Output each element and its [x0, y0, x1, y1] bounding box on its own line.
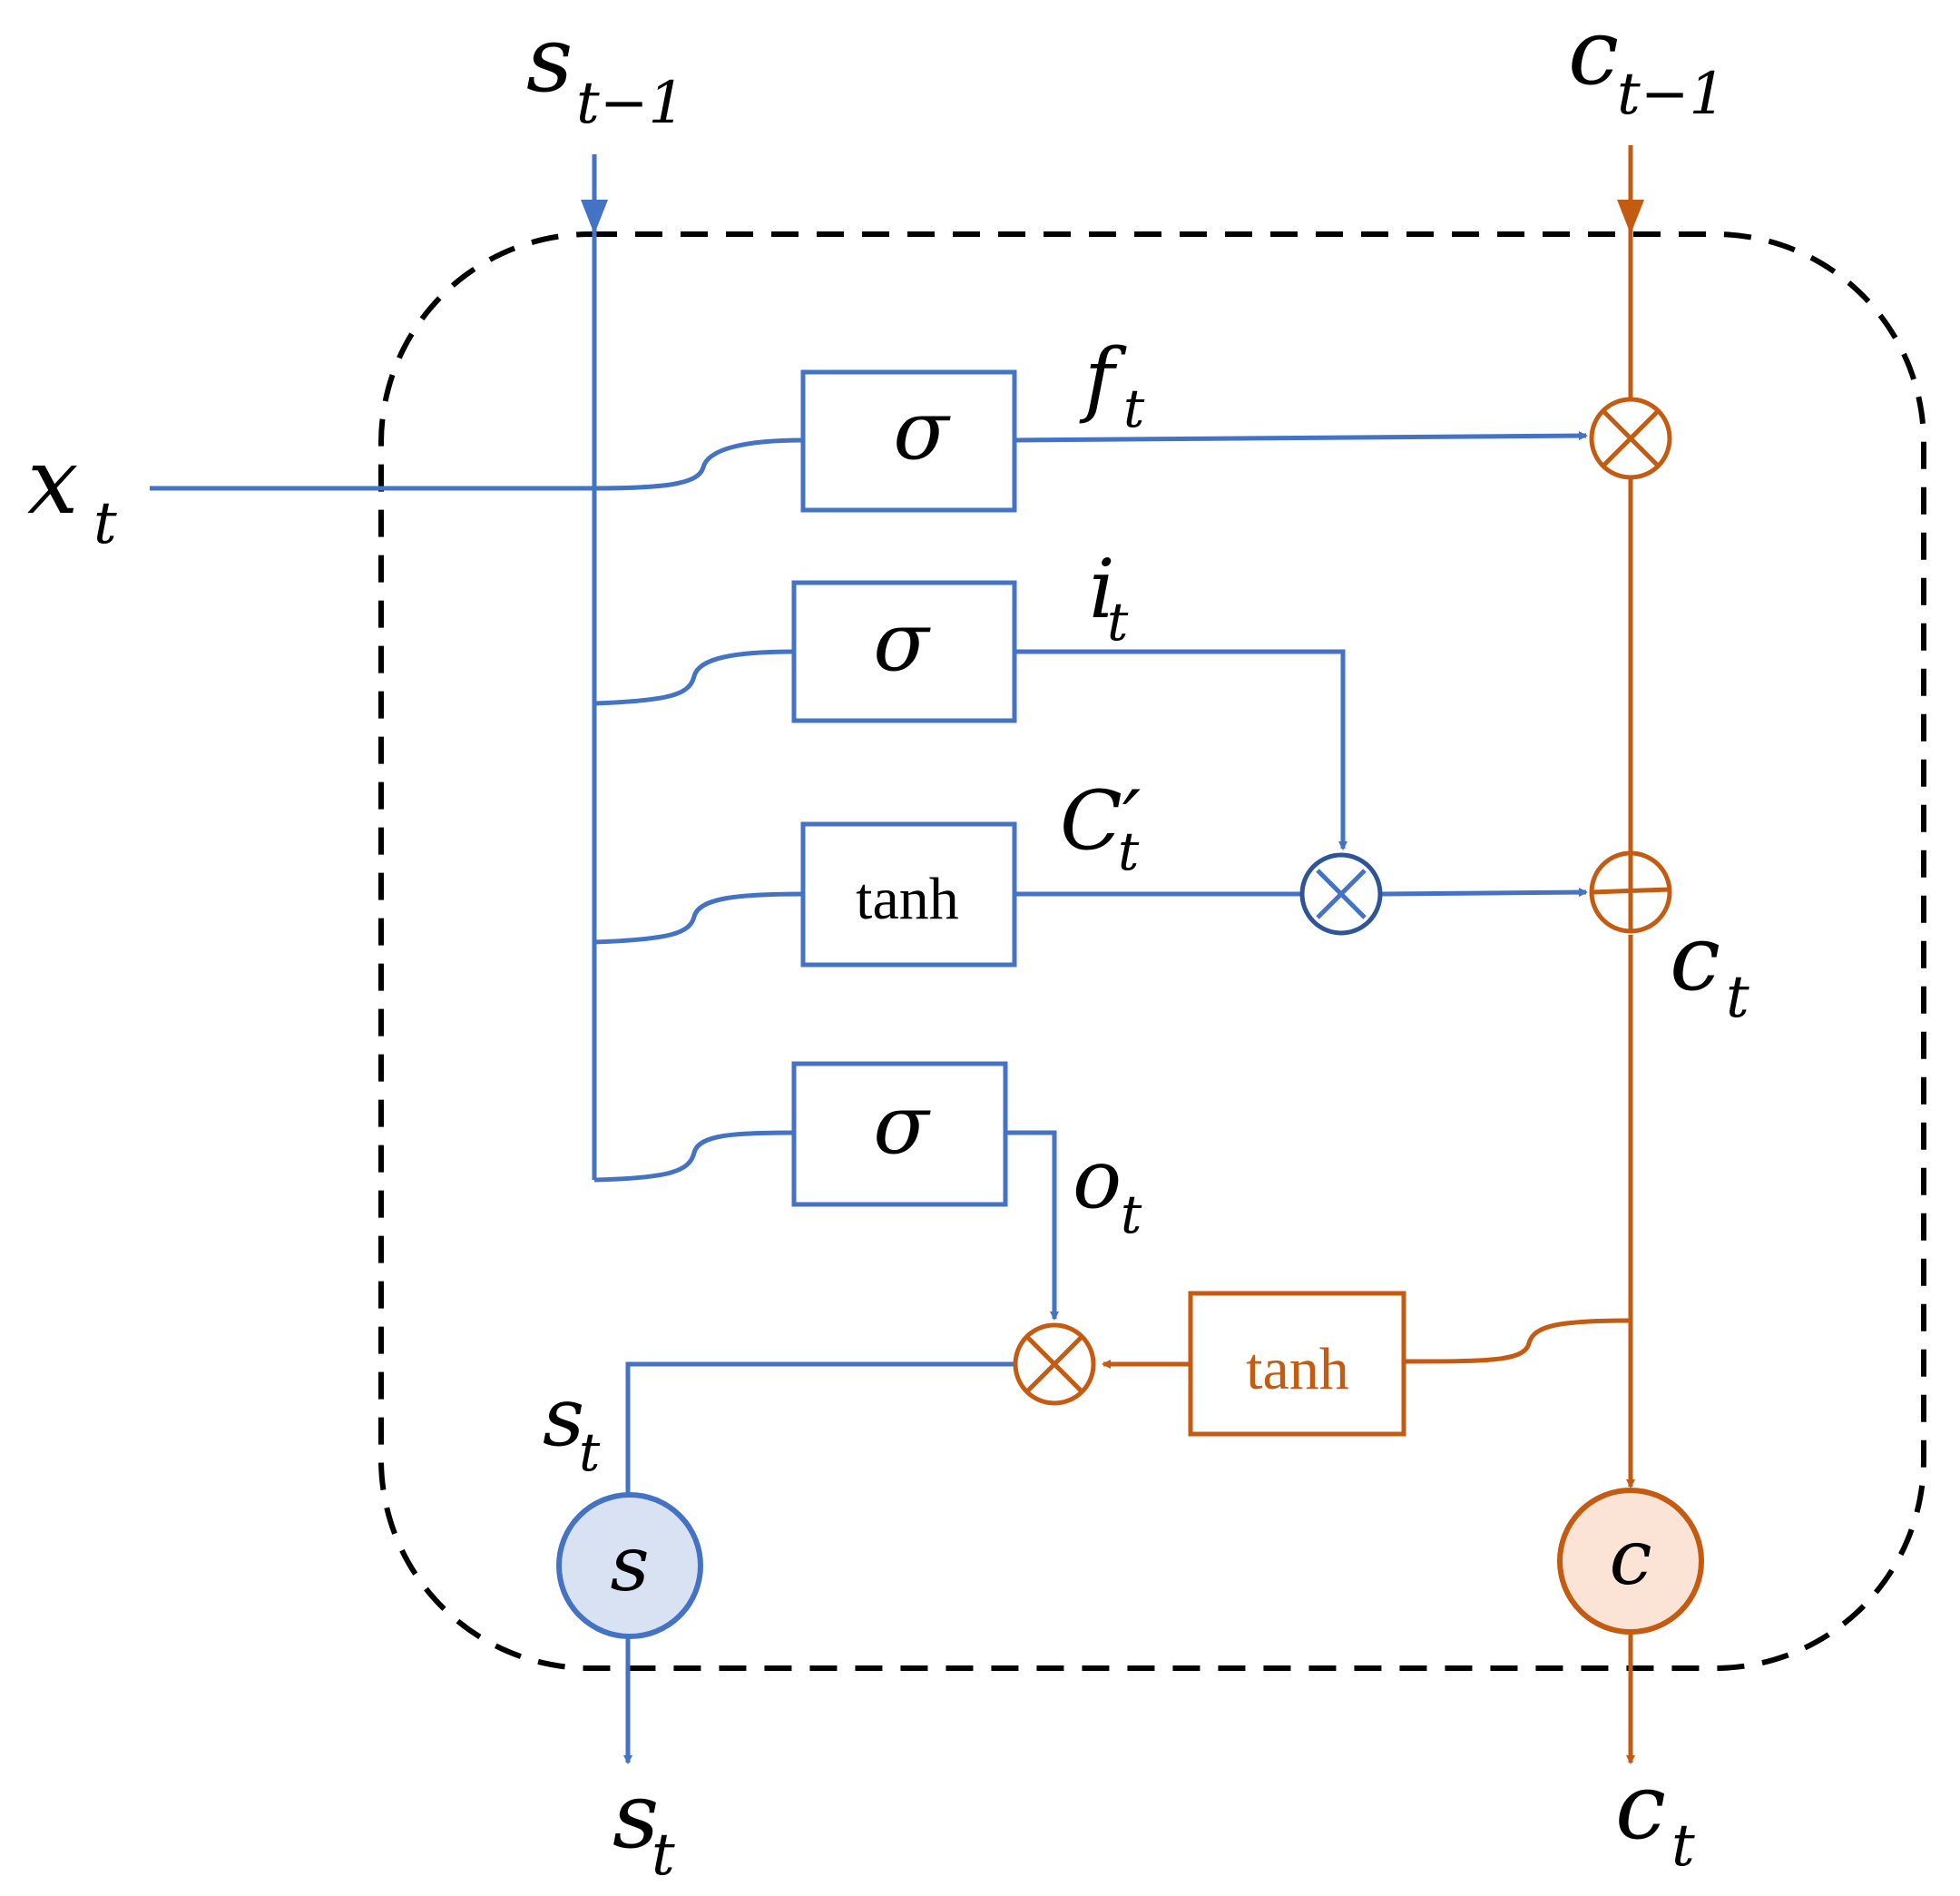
s-t-inner-line [623, 1361, 1016, 1504]
forget-gate-box: σ [800, 369, 1017, 513]
c-to-tanh-line [1403, 1318, 1632, 1364]
label-f-gate: f t [1079, 331, 1145, 439]
cell-tanh-text: tanh [1246, 1336, 1349, 1402]
label-s-prev: s t−1 [526, 6, 685, 137]
label-c-cand: C′ t [1060, 773, 1141, 882]
forget-multiply-operator [1589, 397, 1672, 480]
label-f-gate-main: f [1079, 331, 1127, 427]
label-c-cand-main: C′ [1060, 773, 1141, 869]
input-gate-box: σ [791, 580, 1017, 723]
input-sigma-text: σ [873, 594, 931, 690]
label-c-mid: c t [1670, 905, 1749, 1031]
output-multiply-operator [1013, 1322, 1096, 1406]
cell-state-letter: c [1609, 1513, 1651, 1602]
product-to-add-line [1380, 888, 1588, 898]
branch-input [593, 649, 795, 706]
label-x-in-main: x [27, 428, 78, 535]
label-c-out-sub: t [1671, 1812, 1695, 1880]
label-s-out-main: s [612, 1763, 659, 1869]
cell-tanh-box: tanh [1188, 1291, 1406, 1437]
label-i-gate-main: i [1089, 542, 1115, 637]
label-f-gate-sub: t [1123, 378, 1145, 439]
label-c-prev-sub: t−1 [1617, 61, 1726, 128]
candidate-tanh-text: tanh [856, 866, 959, 932]
cell-state-node: c [1557, 1488, 1704, 1635]
label-o-gate-main: o [1073, 1132, 1122, 1227]
label-c-mid-sub: t [1726, 964, 1749, 1031]
label-o-gate: o t [1073, 1132, 1142, 1245]
forget-sigma-text: σ [893, 383, 951, 478]
input-multiply-operator [1299, 852, 1383, 936]
add-operator [1589, 850, 1672, 934]
label-s-inner-sub: t [579, 1421, 601, 1483]
label-c-cand-sub: t [1118, 820, 1140, 882]
output-out-line [1005, 1130, 1059, 1321]
s-prev-arrowhead [581, 200, 608, 234]
output-sigma-text: σ [873, 1077, 931, 1173]
branch-output [593, 1130, 795, 1183]
label-x-in-sub: t [93, 490, 117, 557]
label-c-prev: c t−1 [1568, 0, 1726, 128]
label-o-gate-sub: t [1121, 1184, 1142, 1245]
output-gate-box: σ [791, 1061, 1008, 1207]
label-c-prev-main: c [1568, 0, 1619, 105]
label-i-gate: i t [1089, 542, 1129, 653]
label-s-prev-main: s [526, 6, 573, 113]
forget-out-line [1014, 431, 1588, 443]
label-s-inner-main: s [543, 1370, 584, 1465]
hidden-state-letter: s [610, 1519, 649, 1608]
label-i-gate-sub: t [1107, 591, 1129, 653]
cell-boundary [378, 231, 1926, 1671]
hidden-state-node: s [556, 1492, 703, 1639]
label-s-out-sub: t [652, 1822, 675, 1889]
label-x-in: x t [27, 428, 117, 557]
label-s-out: s t [612, 1763, 675, 1889]
branch-candidate [593, 891, 804, 945]
label-s-prev-sub: t−1 [576, 70, 685, 137]
input-out-line [1014, 649, 1348, 850]
label-c-out-main: c [1615, 1754, 1666, 1860]
c-prev-arrowhead [1617, 200, 1644, 234]
branch-forget [593, 437, 804, 491]
candidate-gate-box: tanh [800, 821, 1017, 968]
label-s-inner: s t [543, 1370, 601, 1483]
label-c-mid-main: c [1670, 905, 1720, 1011]
label-c-out: c t [1615, 1754, 1695, 1880]
